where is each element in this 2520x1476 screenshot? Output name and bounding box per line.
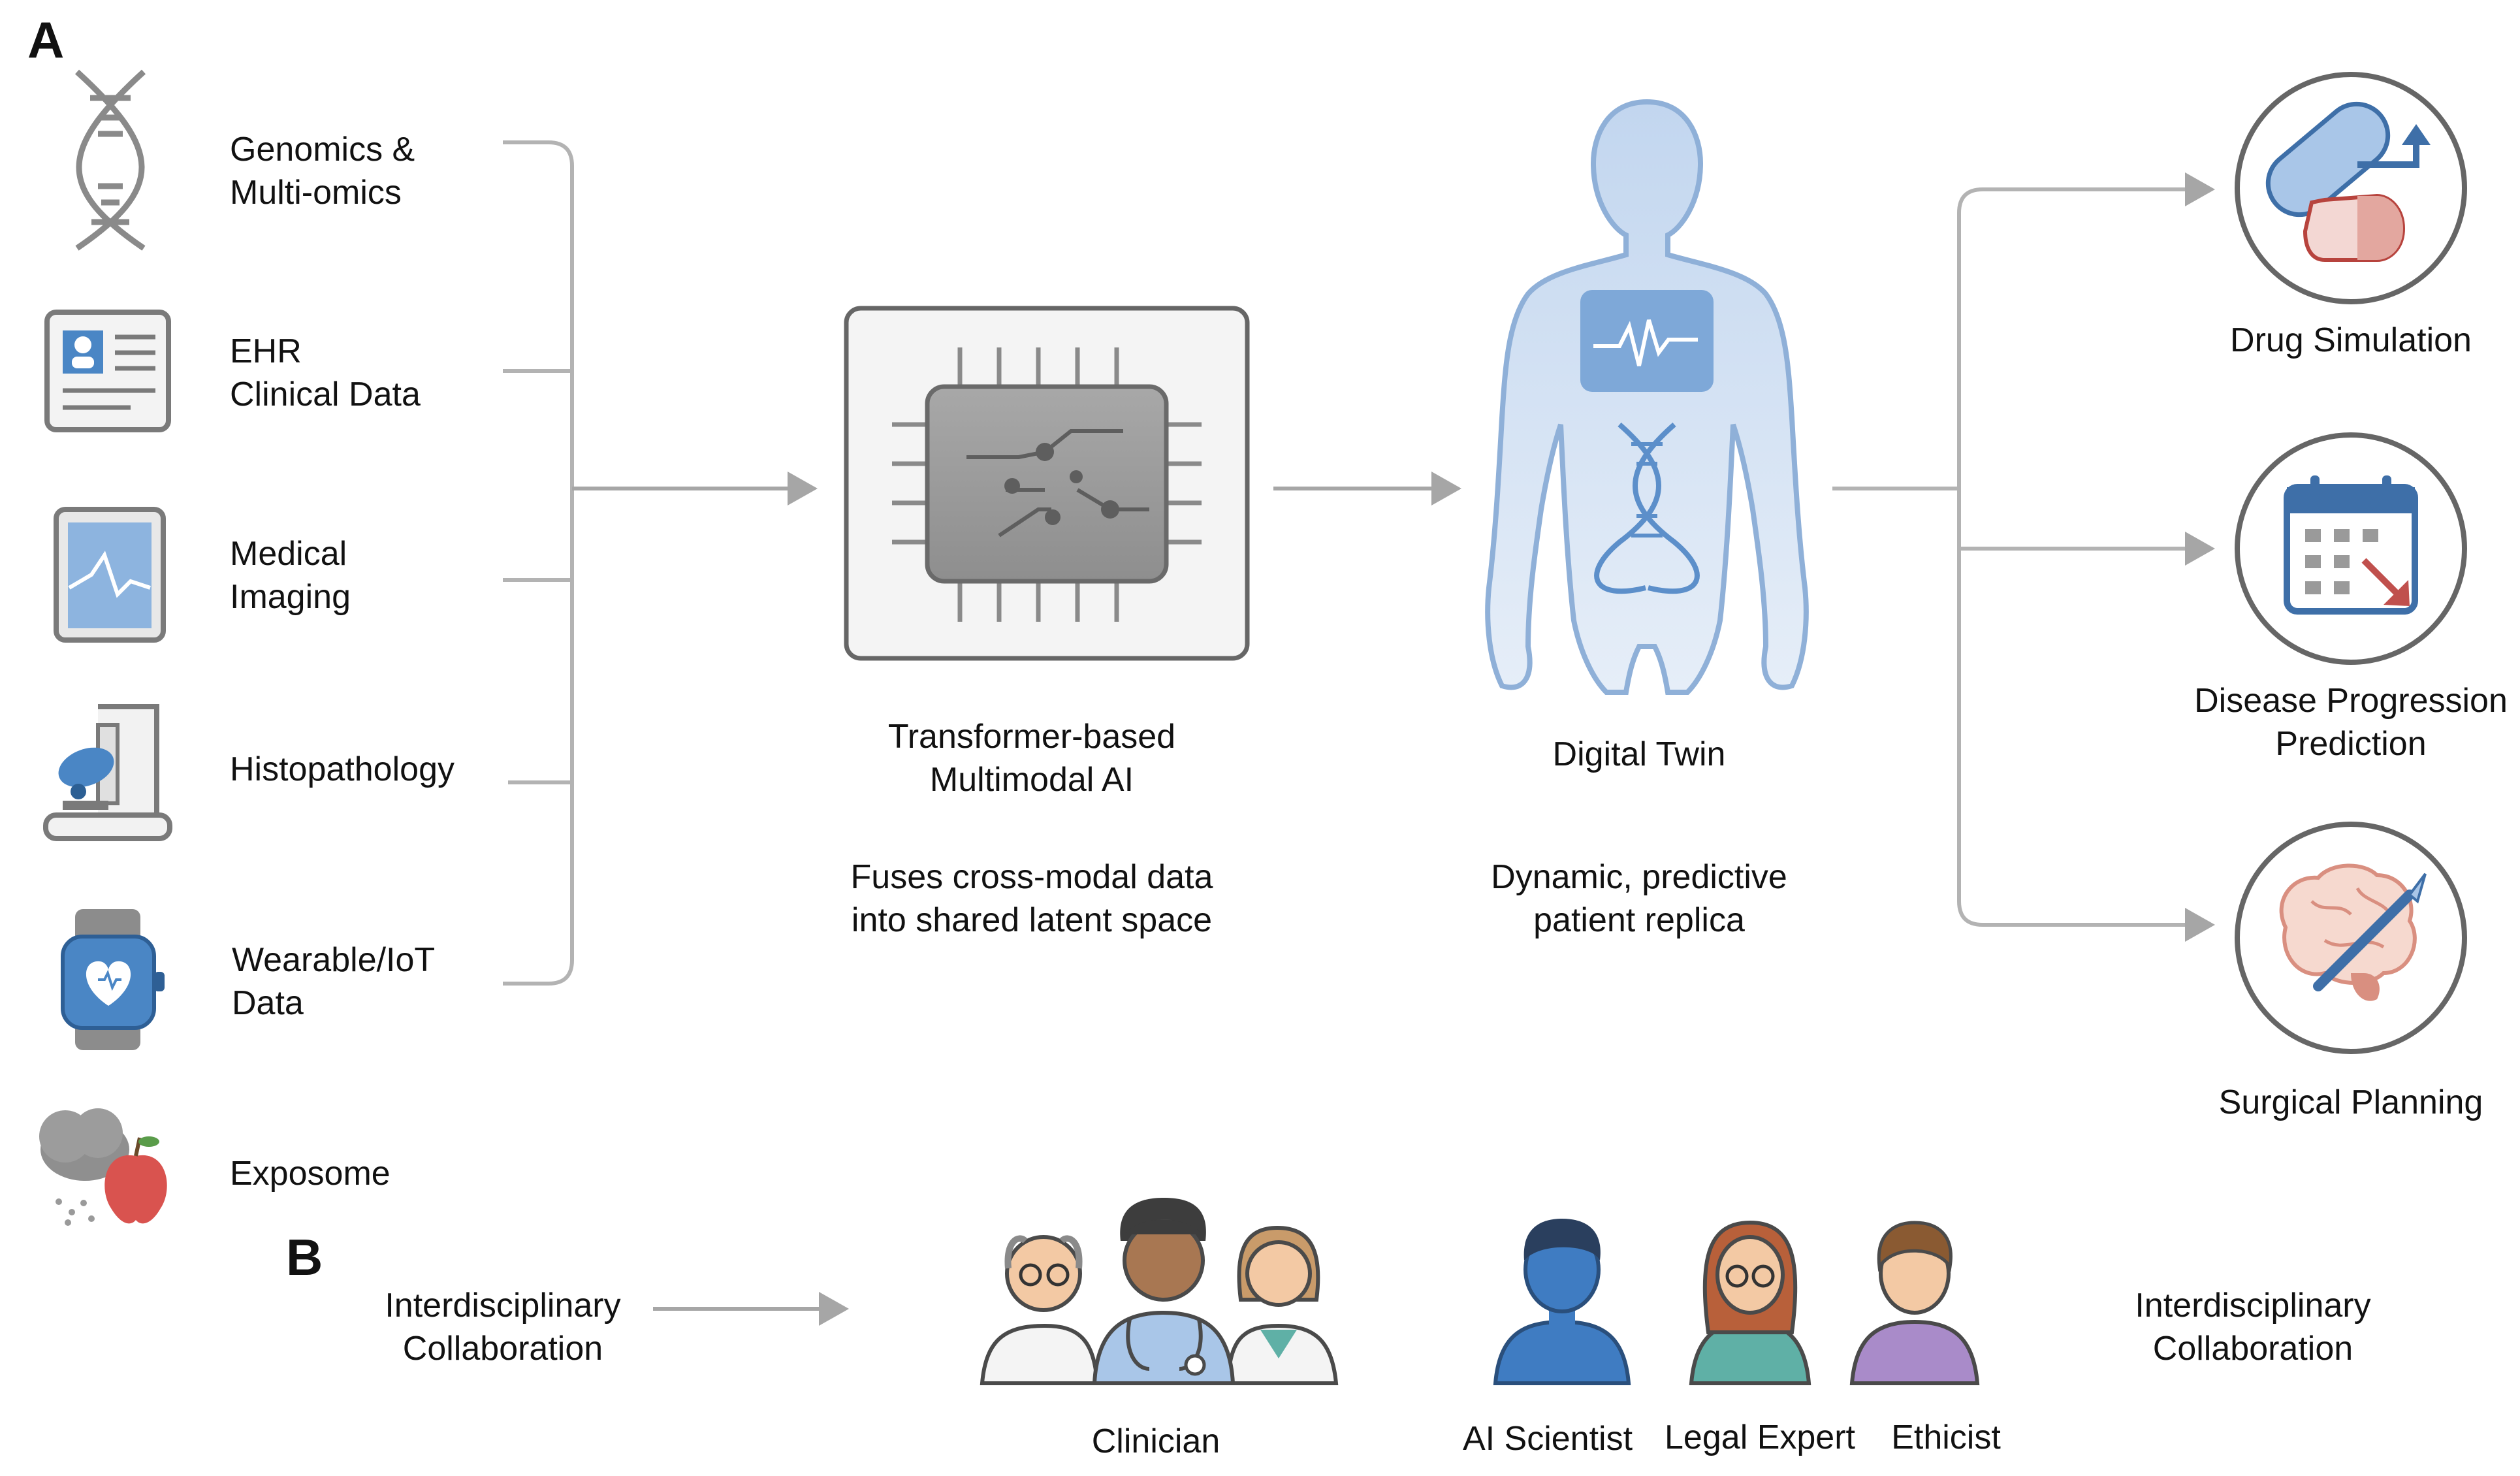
ethicist-icon (1849, 1221, 1980, 1385)
output-branches (1832, 187, 2188, 927)
output-label-surgical-planning: Surgical Planning (2218, 1083, 2483, 1121)
role-label-ai-scientist: AI Scientist (1462, 1420, 1633, 1458)
model-description: Fuses cross-modal data into shared laten… (850, 858, 1213, 939)
collaboration-label-right: Interdisciplinary Collaboration (2135, 1287, 2371, 1368)
brain-scalpel-icon (2235, 822, 2467, 1054)
output-arrowheads (2185, 172, 2215, 942)
input-bracket (503, 140, 574, 986)
arrow-collaboration (653, 1292, 849, 1326)
legal-expert-icon (1689, 1220, 1811, 1385)
weather-apple-icon (39, 1108, 167, 1226)
microscope-icon (43, 704, 172, 841)
input-label-histopathology: Histopathology (230, 750, 455, 788)
ai-chip-icon (844, 306, 1250, 661)
role-label-legal-expert: Legal Expert (1665, 1419, 1855, 1456)
ai-scientist-icon (1493, 1219, 1631, 1385)
twin-description: Dynamic, predictive patient replica (1491, 858, 1787, 939)
output-label-drug-simulation: Drug Simulation (2230, 321, 2472, 359)
human-body-icon (1485, 99, 1809, 695)
medical-image-icon (54, 507, 166, 643)
ehr-record-icon (44, 310, 171, 432)
output-label-disease-progression: Disease Progression Prediction (2194, 682, 2508, 763)
input-label-genomics: Genomics & Multi-omics (230, 131, 415, 212)
dna-icon (74, 69, 146, 251)
input-label-exposome: Exposome (230, 1155, 391, 1193)
calendar-icon (2235, 432, 2467, 665)
panel-label-a: A (27, 11, 65, 69)
role-label-ethicist: Ethicist (1891, 1419, 2001, 1456)
input-label-wearable: Wearable/IoT Data (232, 941, 436, 1022)
panel-label-b: B (286, 1228, 323, 1286)
collaboration-label-left: Interdisciplinary Collaboration (385, 1287, 621, 1368)
pill-icon (2235, 72, 2467, 304)
input-label-ehr: EHR Clinical Data (230, 332, 421, 413)
arrow-model-to-twin (1273, 472, 1461, 505)
smartwatch-icon (61, 909, 165, 1050)
input-label-imaging: Medical Imaging (230, 535, 351, 616)
twin-title: Digital Twin (1552, 735, 1726, 773)
model-title: Transformer-based Multimodal AI (887, 718, 1176, 799)
arrow-inputs-to-model (572, 472, 818, 505)
role-label-clinician: Clinician (1091, 1422, 1220, 1460)
clinician-group-icon (980, 1198, 1339, 1385)
